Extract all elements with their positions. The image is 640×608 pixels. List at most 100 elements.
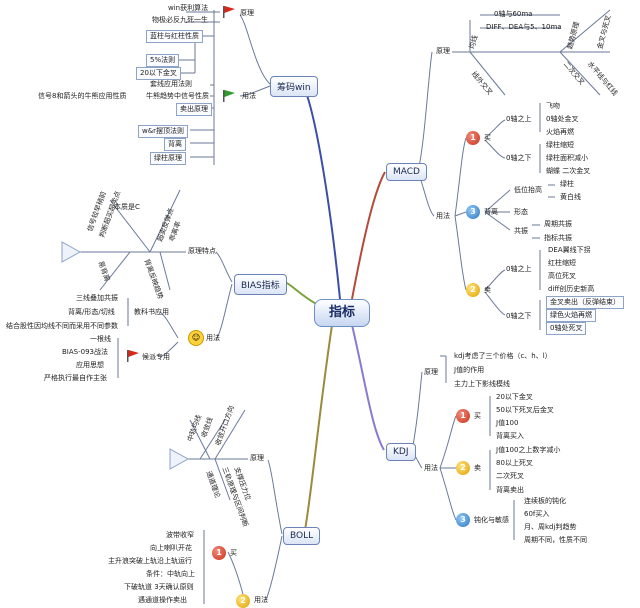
bias-textbook-1: 三线叠加共振 bbox=[76, 294, 118, 302]
macd-p-item-2: DIFF、DEA与5、10ma bbox=[486, 23, 562, 31]
macd-sell-below-1: 金叉卖出（反弹结束） bbox=[546, 296, 624, 309]
macd-sell-above-2: 红柱缩短 bbox=[548, 259, 576, 267]
bias-school-2: BIAS-093战法 bbox=[62, 348, 108, 356]
topic-boll[interactable]: BOLL bbox=[283, 527, 321, 545]
bias-school-3: 应用思想 bbox=[76, 361, 104, 369]
center-topic[interactable]: 指标 bbox=[314, 299, 370, 327]
kdj-usage-label: 用法 bbox=[424, 464, 438, 472]
kdj-p-item-3: 主力上下影线模线 bbox=[454, 380, 510, 388]
kdj-weak-4: 周期不同，性质不同 bbox=[524, 536, 587, 544]
kdj-sell-1: J值100之上数字减小 bbox=[496, 446, 561, 454]
kdj-p-item-2: J值的作用 bbox=[454, 366, 485, 374]
kdj-sell-label: 卖 bbox=[474, 464, 481, 472]
chouma-u-item-6: 牛熊趋势中信号性质 bbox=[146, 92, 209, 100]
bias-school-4: 严格执行最自作主张 bbox=[44, 374, 107, 382]
topic-chouma-win[interactable]: 筹码win bbox=[270, 76, 318, 97]
chouma-u-item-10: 绿柱原理 bbox=[150, 152, 186, 165]
macd-div-top-1: 绿柱 bbox=[560, 180, 574, 188]
chouma-usage-label: 用法 bbox=[242, 92, 256, 100]
red-flag-icon bbox=[223, 6, 235, 18]
kdj-weak-label: 钝化与敏感 bbox=[474, 516, 509, 524]
boll-buy-1: 波带收窄 bbox=[166, 531, 194, 539]
macd-div-form: 形态 bbox=[514, 208, 528, 216]
macd-sell-below-3: 0轴处死叉 bbox=[546, 322, 587, 335]
red-flag-icon bbox=[127, 350, 139, 362]
boll-buy-6: 遇通道操作卖出 bbox=[138, 596, 187, 604]
macd-p-item-1: 0轴与60ma bbox=[494, 10, 533, 18]
kdj-weak-3: 月、周kdj判趋势 bbox=[524, 523, 577, 531]
bias-textbook-3: 结合股性因均线不同而采用不同参数 bbox=[6, 322, 118, 330]
boll-buy-5: 下破轨道 3天确认原则 bbox=[124, 583, 194, 591]
boll-usage-label: 用法 bbox=[254, 596, 268, 604]
smiley-icon: ☺ bbox=[188, 330, 204, 346]
kdj-principle-label: 原理 bbox=[424, 368, 438, 376]
kdj-weak-2: 60f买入 bbox=[524, 510, 550, 518]
number-3-icon: 3 bbox=[456, 513, 470, 527]
number-1-icon: 1 bbox=[212, 546, 226, 560]
bias-school-1: 一根线 bbox=[90, 335, 111, 343]
kdj-sell-2: 80以上死叉 bbox=[496, 459, 533, 467]
chouma-u-item-5: 信号8和箭头的牛熊应用性质 bbox=[38, 92, 127, 100]
macd-div-top-2: 黄白线 bbox=[560, 193, 581, 201]
chouma-u-item-1: 蓝柱与红柱性质 bbox=[146, 30, 203, 43]
chouma-u-item-9: 背离 bbox=[164, 138, 186, 151]
kdj-sell-3: 二次死叉 bbox=[496, 472, 524, 480]
topic-macd[interactable]: MACD bbox=[386, 163, 427, 181]
macd-buy-below-3: 蝴蝶 二次金叉 bbox=[546, 167, 591, 175]
bias-textbook: 教科书应用 bbox=[134, 308, 169, 316]
macd-buy-above0: 0轴之上 bbox=[506, 115, 532, 123]
macd-principle-label: 原理 bbox=[436, 47, 450, 55]
macd-buy-below0: 0轴之下 bbox=[506, 154, 532, 162]
macd-diverge-label: 背离 bbox=[484, 208, 498, 216]
number-1-icon: 1 bbox=[466, 131, 480, 145]
number-1-icon: 1 bbox=[456, 409, 470, 423]
chouma-u-item-8: w&r摆顶法则 bbox=[138, 125, 189, 138]
kdj-buy-4: 背离买入 bbox=[496, 432, 524, 440]
chouma-principle-label: 原理 bbox=[240, 9, 254, 17]
green-flag-icon bbox=[223, 90, 235, 102]
boll-buy-2: 向上喇叭开花 bbox=[150, 544, 192, 552]
boll-principle-label: 原理 bbox=[250, 454, 264, 462]
bias-textbook-2: 背离/形态/切线 bbox=[68, 308, 115, 316]
kdj-p-item-1: kdj考虑了三个价格（c、h、l） bbox=[454, 352, 552, 360]
macd-div-res-2: 指标共振 bbox=[544, 234, 572, 242]
number-2-icon: 2 bbox=[466, 283, 480, 297]
kdj-buy-2: 50以下死叉后金叉 bbox=[496, 406, 554, 414]
macd-sell-below-2: 绿色火焰再燃 bbox=[546, 309, 596, 322]
macd-buy-below-1: 绿柱缩短 bbox=[546, 141, 574, 149]
boll-buy-3: 主升浪突破上轨沿上轨运行 bbox=[108, 557, 192, 565]
chouma-u-item-7: 卖出原理 bbox=[176, 103, 212, 116]
macd-sell-above-4: diff创历史新高 bbox=[548, 285, 595, 293]
macd-buy-above-3: 火焰再燃 bbox=[546, 128, 574, 136]
chouma-u-item-3: 20以下金叉 bbox=[136, 67, 181, 80]
bias-school: 候派专用 bbox=[142, 353, 170, 361]
macd-sell-above-1: DEA翼线下拐 bbox=[548, 246, 591, 254]
macd-sell-above-3: 高位死叉 bbox=[548, 272, 576, 280]
macd-div-resonance: 共振 bbox=[514, 227, 528, 235]
topic-bias[interactable]: BIAS指标 bbox=[234, 274, 287, 295]
chouma-p-item-2: 物极必反九死一生 bbox=[152, 16, 208, 24]
chouma-p-item-1: win获利算法 bbox=[168, 4, 209, 12]
bias-usage-label: 用法 bbox=[206, 334, 220, 342]
macd-buy-label: 买 bbox=[484, 134, 491, 142]
kdj-buy-1: 20以下金叉 bbox=[496, 393, 533, 401]
bias-base: 本质是C bbox=[114, 203, 140, 211]
macd-sell-above0: 0轴之上 bbox=[506, 265, 532, 273]
macd-div-res-1: 周期共振 bbox=[544, 220, 572, 228]
kdj-sell-4: 背离卖出 bbox=[496, 486, 524, 494]
chouma-u-item-2: 5%法则 bbox=[146, 54, 180, 67]
topic-kdj[interactable]: KDJ bbox=[386, 443, 416, 461]
boll-buy-label: 买 bbox=[230, 549, 237, 557]
bias-principle-label: 原理特点 bbox=[188, 247, 216, 255]
kdj-weak-1: 连续板的钝化 bbox=[524, 497, 566, 505]
macd-usage-label: 用法 bbox=[436, 212, 450, 220]
chouma-u-item-4: 套线应用法则 bbox=[150, 80, 192, 88]
macd-sell-label: 卖 bbox=[484, 286, 491, 294]
number-3-icon: 3 bbox=[466, 205, 480, 219]
macd-sell-below0: 0轴之下 bbox=[506, 312, 532, 320]
macd-buy-below-2: 绿柱面积减小 bbox=[546, 154, 588, 162]
macd-div-top: 低位抬高 bbox=[514, 186, 542, 194]
macd-buy-above-2: 0轴处金叉 bbox=[546, 115, 579, 123]
kdj-buy-label: 买 bbox=[474, 412, 481, 420]
